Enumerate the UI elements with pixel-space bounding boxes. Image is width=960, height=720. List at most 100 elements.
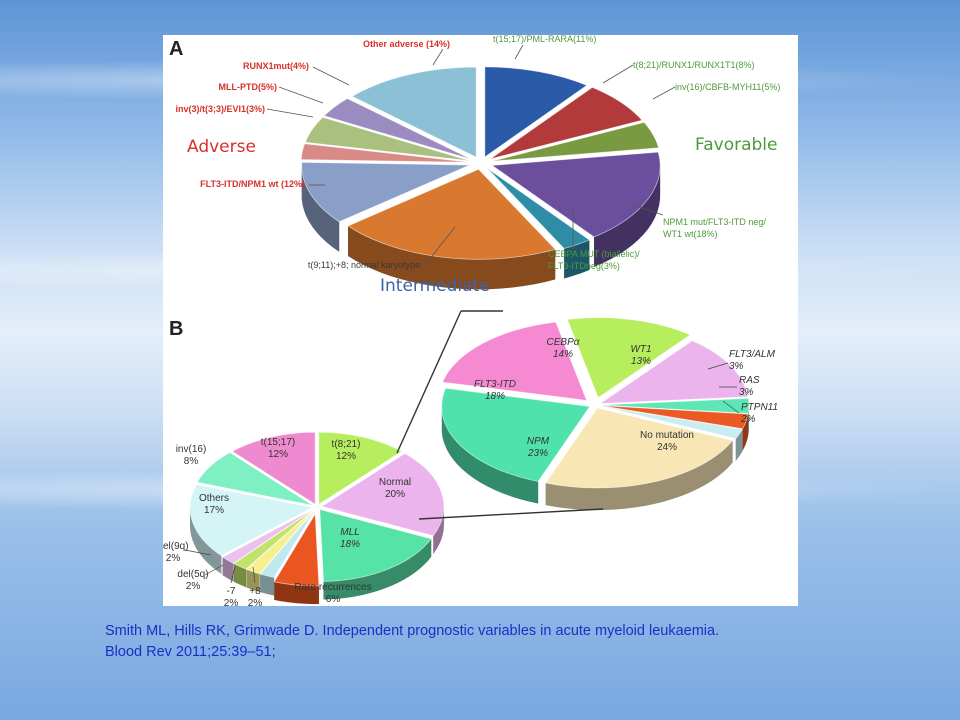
pie-a-slice-label: t(9;11);+8; normal karyotype (308, 260, 420, 270)
pie-c-slice-value: 13% (631, 356, 651, 367)
pie-b-slice-value: 12% (268, 449, 288, 460)
pie-a-slice (492, 121, 660, 162)
pie-b-slice-value: 8% (184, 456, 199, 467)
pie-b-slice-value: 20% (385, 489, 405, 500)
pie-a-leader-line (278, 86, 324, 104)
pie-b-slice (259, 509, 316, 578)
pie-c-leader-line (722, 400, 740, 414)
pie-a-labels: t(15;17)/PML-RARA(11%) t(8;21)/RUNX1/RUNX… (175, 35, 780, 271)
pie-c-slice (441, 321, 588, 401)
pie-a-slice-label: FLT3-ITDneg(3%) (548, 261, 620, 271)
pie-chart-b-detail (441, 317, 750, 511)
pie-a-leader-line (514, 44, 524, 60)
pie-a-slice (487, 168, 591, 249)
pie-c-slice (600, 397, 750, 414)
pie-c-slice-label: NPM (527, 436, 550, 447)
pie-a-slice (351, 66, 477, 158)
pie-a-slice (490, 86, 643, 160)
pie-a-slice-label: inv(16)/CBFB-MYH11(5%) (675, 82, 780, 92)
pie-b-slice (189, 484, 314, 557)
pie-c-slice-value: 18% (485, 391, 505, 402)
pie-a-leader-line (602, 64, 634, 84)
pie-b-slice-label: -7 (227, 586, 236, 597)
pie-chart-a (300, 66, 661, 290)
pie-a-leader-line (266, 108, 314, 118)
pie-b-slice-label: MLL (340, 527, 359, 538)
pie-b-slice (196, 452, 314, 506)
panel-label-a: A (169, 38, 183, 60)
pie-c-slice-label: No mutation (640, 430, 694, 441)
pie-c-slice-value: 14% (553, 349, 573, 360)
pie-b-slice-label: Others (199, 493, 229, 504)
pie-a-slice (300, 143, 470, 163)
pie-b-slice-label: t(15;17) (261, 437, 295, 448)
pie-b-slice-label: Normal (379, 477, 411, 488)
pie-b-slice-value: 18% (340, 539, 360, 550)
pie-a-slice-label: inv(3)/t(3;3)/EVI1(3%) (175, 104, 265, 114)
pie-a-slice (490, 151, 661, 238)
pie-b-slice-label: +8 (249, 586, 261, 597)
pie-b-slice (320, 453, 445, 537)
pie-c-leader-line (707, 362, 729, 370)
pie-b-slice-label: inv(16) (176, 444, 207, 455)
figure-panel: A B Adverse Favorable Intermediate t(15;… (163, 35, 798, 606)
pie-b-slice-value: 2% (248, 598, 263, 606)
pie-a-slice-label: t(15;17)/PML-RARA(11%) (493, 35, 596, 44)
pie-c-slice-value: 2% (740, 414, 756, 425)
pie-c-slice-label: PTPN11 (741, 402, 778, 413)
panel-label-b: B (169, 318, 183, 340)
pie-b-slice-value: 2% (166, 553, 181, 564)
citation-line-1: Smith ML, Hills RK, Grimwade D. Independ… (105, 623, 720, 639)
zoom-connector-top (396, 310, 462, 454)
pie-b-slice-value: 2% (186, 581, 201, 592)
pie-c-slice-label: FLT3-ITD (474, 379, 516, 390)
pie-c-slice (598, 340, 749, 404)
pie-a-slice (323, 98, 472, 160)
pie-chart-b (189, 431, 445, 605)
pie-a-leader-line (424, 226, 456, 266)
pie-c-slice-value: 3% (739, 387, 754, 398)
citation-line-2: Blood Rev 2011;25:39–51; (105, 644, 276, 660)
pie-c-slice-label: CEBPα (547, 337, 580, 348)
pie-b-detail-labels: CEBPα14%WT113%FLT3/ALM3%RAS3%PTPN112%No … (474, 337, 778, 459)
pie-a-slice-label: RUNX1mut(4%) (243, 61, 309, 71)
pie-a-leader-line (432, 48, 444, 66)
pie-c-slice (566, 317, 691, 399)
pie-c-slice (600, 405, 749, 430)
pie-b-leader-line (204, 564, 224, 576)
pie-b-slice-value: 17% (204, 505, 224, 516)
group-label-adverse: Adverse (187, 137, 256, 157)
pie-b-slice-value: 6% (326, 594, 341, 605)
pie-b-leader-line (230, 566, 236, 584)
citation: Smith ML, Hills RK, Grimwade D. Independ… (105, 621, 865, 663)
pie-a-slice-label: MLL-PTD(5%) (219, 82, 278, 92)
pie-a-slice-label: FLT3-ITD/NPM1 wt (12%) (200, 179, 305, 189)
pie-a-leader-line (632, 204, 664, 216)
pie-b-slice-label: t(8;21) (332, 439, 361, 450)
pie-b-leader-line (252, 566, 256, 584)
pie-c-slice-value: 3% (729, 361, 744, 372)
pie-b-leader-line (184, 549, 212, 556)
pie-c-slice-value: 24% (657, 442, 677, 453)
pie-a-slice-label: NPM1 mut/FLT3-ITD neg/ (663, 217, 766, 227)
pie-c-slice-label: FLT3/ALM (729, 349, 776, 360)
pie-b-slice-label: del(9q) (163, 541, 189, 552)
pie-b-slice-value: 12% (336, 451, 356, 462)
pie-a-slice-label: Other adverse (14%) (363, 39, 450, 49)
pie-c-slice (441, 387, 591, 482)
pie-c-slice-label: WT1 (630, 344, 651, 355)
figure-svg: A B Adverse Favorable Intermediate t(15;… (163, 35, 780, 606)
pie-c-slice-label: RAS (739, 375, 760, 386)
pie-b-slice (221, 508, 314, 564)
zoom-connector-bottom (418, 508, 604, 520)
pie-a-slice (347, 168, 556, 260)
pie-a-slice-label: WT1 wt(18%) (663, 229, 718, 239)
pie-c-slice (545, 407, 734, 489)
pie-b-slice (245, 509, 315, 575)
pie-a-slice-label: t(8;21)/RUNX1/RUNX1T1(8%) (633, 60, 755, 70)
pie-b-slice (233, 509, 315, 570)
pie-b-slice-label: del(5q) (177, 569, 208, 580)
pie-a-leader-line (312, 66, 350, 86)
group-label-favorable: Favorable (695, 135, 777, 155)
